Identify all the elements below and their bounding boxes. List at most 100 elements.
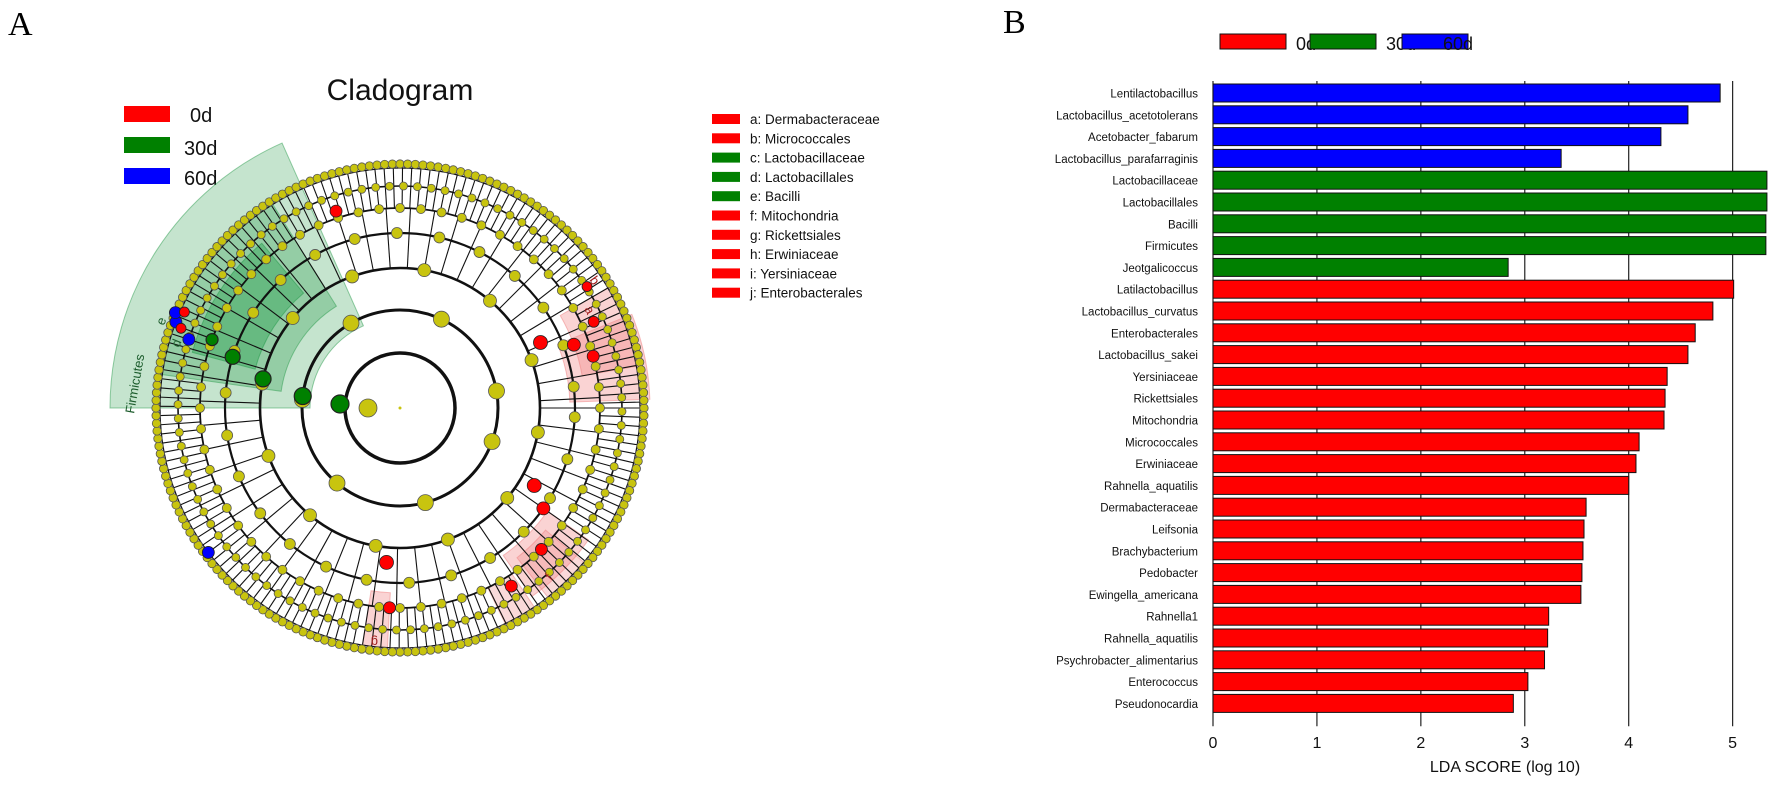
branch-line <box>451 600 464 640</box>
clade-key-swatch <box>712 249 740 260</box>
taxon-node <box>221 429 234 442</box>
taxon-node <box>532 605 542 615</box>
branch-line <box>234 233 263 264</box>
lda-bar <box>1212 214 1767 234</box>
taxon-node <box>187 482 197 491</box>
branch-line <box>273 252 313 300</box>
taxon-node <box>181 345 191 354</box>
enriched-node-0d <box>383 601 396 615</box>
lda-bar <box>1212 454 1637 474</box>
branch-line <box>519 304 572 337</box>
taxon-node <box>416 494 434 512</box>
lda-legend: 0d 30d 60d <box>1219 33 1473 54</box>
branch-line <box>317 595 333 634</box>
taxon-node <box>601 272 611 282</box>
taxon-node <box>544 596 555 606</box>
lda-bar-label: Ewingella_americana <box>1089 590 1199 602</box>
branch-line <box>471 236 504 289</box>
branch-line <box>166 351 206 362</box>
taxon-node <box>357 644 367 654</box>
taxon-node <box>573 570 583 580</box>
taxon-node <box>277 564 288 575</box>
taxon-node <box>153 433 163 444</box>
branch-line <box>255 215 281 249</box>
taxon-node <box>545 567 554 577</box>
branch-line <box>487 587 507 624</box>
enriched-node-0d <box>179 306 190 318</box>
taxon-node <box>585 341 596 352</box>
taxon-node <box>483 433 501 450</box>
branch-line <box>538 551 567 582</box>
lda-bar <box>1212 345 1689 365</box>
taxon-node <box>476 585 487 596</box>
lda-legend-label-60d: 60d <box>1443 34 1473 54</box>
branch-line <box>324 537 349 594</box>
taxon-node <box>611 351 621 361</box>
lda-bar <box>1212 410 1665 430</box>
taxon-node <box>556 520 567 531</box>
taxon-node <box>631 342 641 352</box>
taxon-node <box>537 301 550 314</box>
branch-line <box>560 264 594 290</box>
taxon-node <box>583 247 593 258</box>
taxon-node <box>417 263 432 278</box>
lda-bar-label: Lentilactobacillus <box>1110 89 1198 101</box>
branch-line <box>414 547 422 607</box>
enriched-node-30d <box>224 348 241 365</box>
panel-a-letter: A <box>8 6 33 43</box>
branch-line <box>215 329 272 354</box>
branch-line <box>509 284 558 323</box>
taxon-node <box>261 448 276 463</box>
branch-line <box>477 523 513 575</box>
taxon-node <box>512 564 523 575</box>
branch-line <box>275 579 298 615</box>
branch-line <box>337 217 358 276</box>
taxon-node <box>556 220 566 230</box>
taxon-node <box>313 585 324 596</box>
taxon-node <box>228 225 238 235</box>
taxon-node <box>222 575 233 586</box>
taxon-node <box>597 266 607 276</box>
taxon-node <box>528 551 539 562</box>
taxon-node <box>207 558 217 569</box>
branch-line <box>361 211 374 271</box>
branch-line <box>423 210 436 271</box>
lda-bar-label: Pedobacter <box>1139 568 1198 580</box>
taxon-node <box>486 605 496 615</box>
sector-label-g: g <box>371 635 378 650</box>
taxon-node <box>196 305 206 315</box>
taxon-node <box>233 520 244 531</box>
taxon-node <box>267 221 277 231</box>
taxon-node <box>526 197 536 207</box>
taxon-node <box>534 576 544 586</box>
taxon-node <box>609 462 619 471</box>
taxon-node <box>410 646 420 657</box>
lda-bar-label: Rahnella1 <box>1146 612 1198 624</box>
taxon-node <box>213 531 223 541</box>
branch-line <box>533 348 592 368</box>
taxon-node <box>406 625 415 635</box>
taxon-node <box>568 503 579 513</box>
branch-line <box>220 468 275 497</box>
legend-label-0d: 0d <box>190 105 212 127</box>
taxon-node <box>368 538 383 553</box>
taxon-node <box>416 602 426 612</box>
taxon-node <box>217 570 227 580</box>
taxon-node <box>295 576 305 587</box>
taxon-node <box>493 204 503 214</box>
taxon-node <box>155 357 165 367</box>
taxon-node <box>636 441 646 451</box>
lda-bar <box>1212 127 1662 147</box>
taxon-node <box>637 372 647 383</box>
taxon-node <box>193 266 203 276</box>
branch-line <box>432 171 440 211</box>
taxon-node <box>217 236 227 246</box>
taxon-node <box>241 563 250 572</box>
taxon-node <box>190 318 200 328</box>
lda-bar <box>1212 192 1768 212</box>
taxon-node <box>639 411 649 421</box>
lda-bar-label: Enterobacterales <box>1111 328 1198 340</box>
taxon-node <box>157 456 167 466</box>
enriched-node-0d <box>587 315 600 328</box>
